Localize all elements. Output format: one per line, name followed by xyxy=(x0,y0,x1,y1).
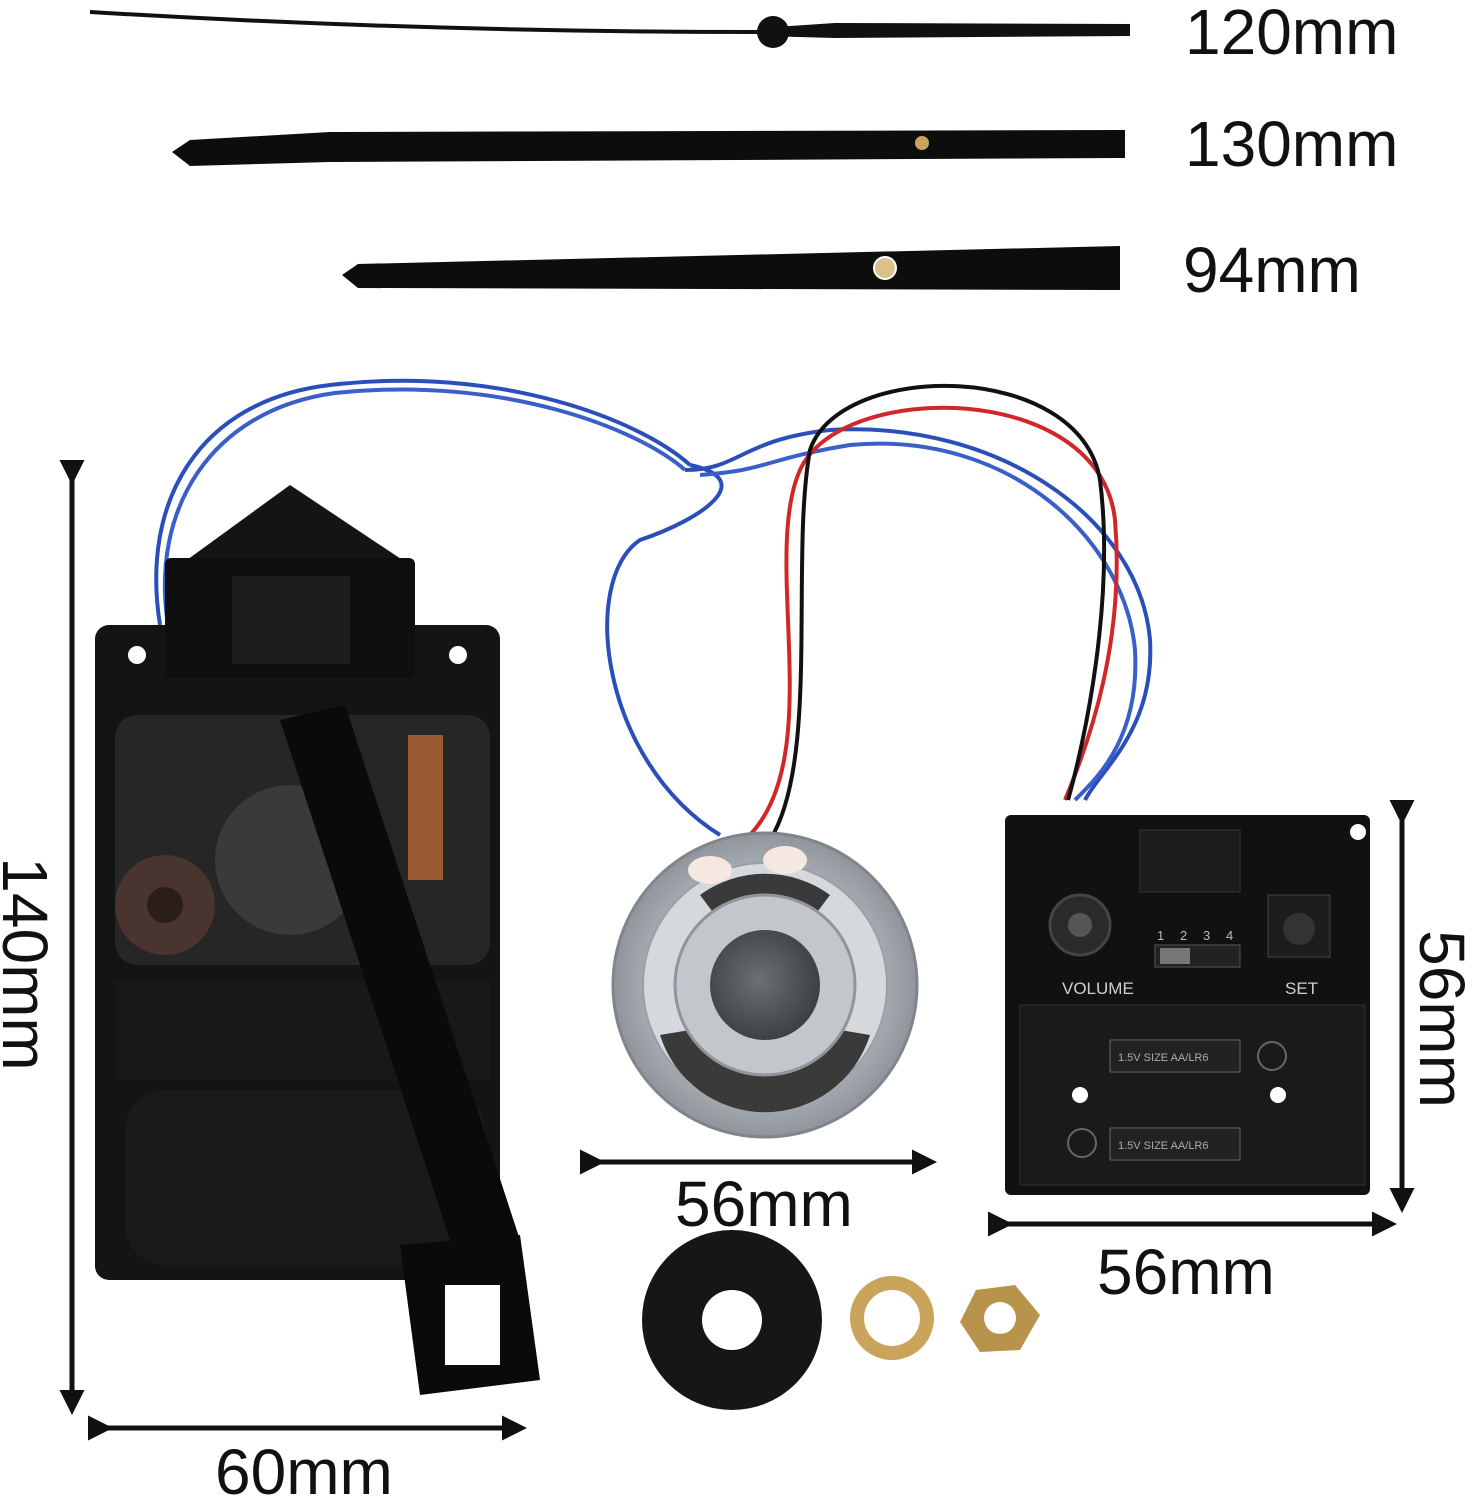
chime-box-width-label: 56mm xyxy=(1097,1236,1275,1308)
switch-position-3: 3 xyxy=(1203,928,1210,943)
battery-slot-2-label: 1.5V SIZE AA/LR6 xyxy=(1118,1140,1209,1152)
dimension-arrows xyxy=(59,460,1415,1441)
hour-hand-length-label: 94mm xyxy=(1183,234,1361,306)
minute-hand-length-label: 130mm xyxy=(1185,108,1399,180)
minute-hand xyxy=(172,130,1125,166)
switch-position-1: 1 xyxy=(1157,928,1164,943)
movement-height-label: 140mm xyxy=(0,857,61,1071)
speaker xyxy=(611,831,919,1139)
pendulum-movement xyxy=(95,485,540,1395)
chime-volume-label: VOLUME xyxy=(1062,979,1134,998)
speaker-width-label: 56mm xyxy=(675,1168,853,1240)
chime-box-height-label: 56mm xyxy=(1406,930,1476,1108)
battery-slot-1-label: 1.5V SIZE AA/LR6 xyxy=(1118,1052,1209,1064)
switch-position-2: 2 xyxy=(1180,928,1187,943)
chime-box xyxy=(1005,815,1370,1195)
brass-nut xyxy=(960,1285,1040,1352)
rubber-washer xyxy=(642,1230,822,1410)
wires xyxy=(154,378,1153,842)
second-hand-length-label: 120mm xyxy=(1185,0,1399,68)
movement-width-label: 60mm xyxy=(215,1436,393,1508)
hour-hand xyxy=(342,246,1120,290)
chime-set-label: SET xyxy=(1285,979,1318,998)
switch-position-4: 4 xyxy=(1226,928,1233,943)
second-hand xyxy=(90,10,1130,48)
brass-washer xyxy=(850,1276,934,1360)
